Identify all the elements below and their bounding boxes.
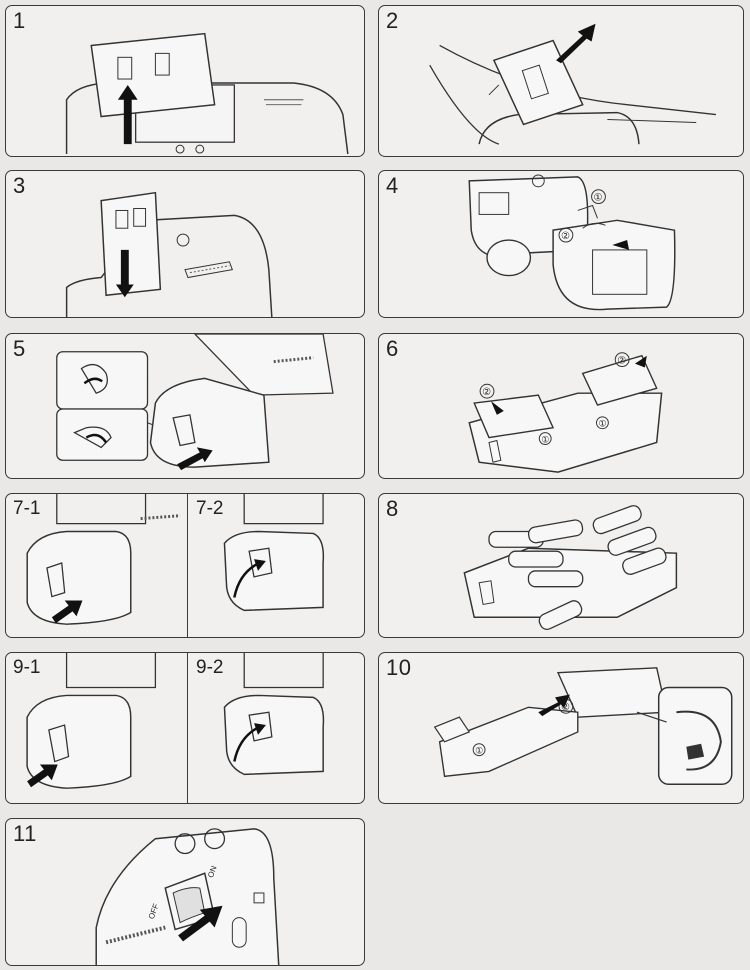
step-panel-7: 7-1 7-2 bbox=[5, 493, 365, 638]
step-panel-8: 8 bbox=[378, 493, 744, 638]
step-number: 2 bbox=[386, 8, 399, 34]
illustration-close-door-pair bbox=[6, 494, 364, 637]
illustration-attach-cover-to-grip bbox=[6, 171, 364, 317]
illustration-attach-grip-to-camera: ① ② bbox=[379, 171, 743, 317]
step-panel-9: 9-1 9-2 bbox=[5, 652, 365, 804]
step-number: 5 bbox=[13, 336, 26, 362]
marker-1: ① bbox=[598, 419, 606, 429]
marker-1: ① bbox=[541, 434, 549, 444]
marker-2: ② bbox=[617, 356, 626, 367]
step-number-9-2: 9-2 bbox=[196, 657, 223, 679]
step-panel-6: 6 ② ② ① ① bbox=[378, 333, 744, 479]
step-number-9-1: 9-1 bbox=[13, 657, 40, 679]
illustration-insert-aa-batteries bbox=[379, 494, 743, 637]
step-panel-10: 10 ① ② bbox=[378, 652, 744, 804]
illustration-power-switch: OFF ON bbox=[6, 819, 364, 965]
step-number-7-1: 7-1 bbox=[13, 498, 40, 520]
step-number: 6 bbox=[386, 336, 399, 362]
illustration-insert-battery-pack: ② ② ① ① bbox=[379, 334, 743, 478]
marker-1: ① bbox=[594, 193, 603, 204]
illustration-remove-battery-cover bbox=[6, 6, 364, 156]
step-panel-3: 3 bbox=[5, 170, 365, 318]
step-number: 4 bbox=[386, 173, 399, 199]
marker-2: ② bbox=[482, 387, 491, 398]
step-number: 8 bbox=[386, 496, 399, 522]
step-panel-4: 4 ① ② bbox=[378, 170, 744, 318]
illustration-insert-holder-with-cable: ① ② bbox=[379, 653, 743, 803]
step-number: 1 bbox=[13, 8, 26, 34]
step-panel-2: 2 bbox=[378, 5, 744, 157]
illustration-detach-cover bbox=[379, 6, 743, 156]
illustration-open-battery-door bbox=[6, 334, 364, 478]
marker-2: ② bbox=[561, 231, 570, 242]
illustration-close-door-pair-2 bbox=[6, 653, 364, 803]
step-panel-1: 1 bbox=[5, 5, 365, 157]
step-number-7-2: 7-2 bbox=[196, 498, 223, 520]
step-number: 10 bbox=[386, 655, 411, 681]
step-panel-5: 5 bbox=[5, 333, 365, 479]
marker-1: ① bbox=[475, 746, 483, 756]
step-number: 11 bbox=[13, 821, 37, 847]
step-number: 3 bbox=[13, 173, 26, 199]
step-panel-11: 11 OFF ON bbox=[5, 818, 365, 966]
